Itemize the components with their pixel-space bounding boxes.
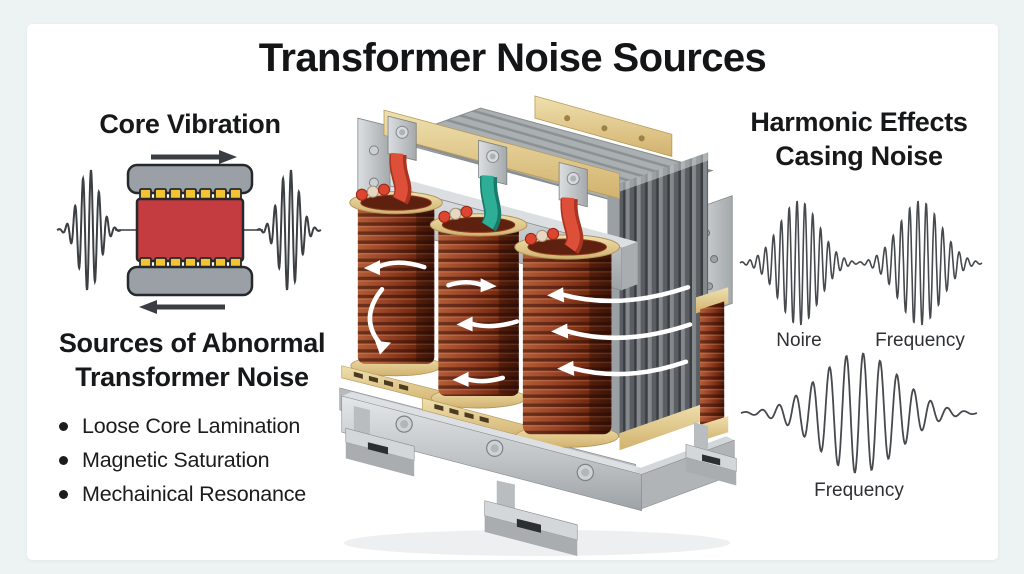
- sources-heading: Sources of Abnormal Transformer Noise: [29, 327, 355, 395]
- page-title: Transformer Noise Sources: [258, 36, 767, 80]
- core-vibration-diagram: [56, 150, 322, 314]
- core-block: [135, 197, 245, 263]
- mounting-foot-right: [685, 422, 737, 486]
- transformer-illustration: [339, 95, 737, 556]
- rear-winding-edge: [696, 287, 729, 443]
- mounting-foot-left: [345, 406, 415, 477]
- left-sound-wave-icon: [56, 169, 122, 291]
- rear-clamp-board: [534, 95, 673, 157]
- bullet-icon: [59, 422, 68, 431]
- terminal-strap-red-left: [389, 152, 412, 205]
- winding-middle: [429, 205, 528, 409]
- bottom-clamp: [126, 265, 254, 297]
- wave-packet-frequency-bottom: [740, 352, 978, 474]
- bullet-icon: [59, 456, 68, 465]
- right-sound-wave-icon: [256, 169, 322, 291]
- wave-label-frequency-bottom: Frequency: [814, 480, 904, 501]
- core-vibration-heading: Core Vibration: [99, 109, 281, 139]
- wave-packet-noire: [739, 200, 859, 326]
- terminal-strap-teal: [479, 175, 502, 232]
- list-item: Mechainical Resonance: [59, 482, 369, 507]
- list-item: Loose Core Lamination: [59, 414, 369, 439]
- bullet-icon: [59, 490, 68, 499]
- list-item-label: Magnetic Saturation: [82, 448, 270, 472]
- infographic-card: Transformer Noise Sources Core Vibration: [27, 24, 998, 560]
- list-item-label: Mechainical Resonance: [82, 482, 307, 506]
- left-arrow-icon: [139, 300, 225, 314]
- wave-packet-frequency-top: [857, 200, 983, 326]
- wave-label-noire: Noire: [776, 330, 822, 351]
- terminal-bumps: [524, 227, 560, 245]
- terminal-bumps: [355, 183, 391, 201]
- flux-arrows: [367, 260, 693, 384]
- board-teeth: [434, 404, 489, 424]
- terminal-bumps: [438, 205, 473, 223]
- flux-arrowheads: [363, 260, 575, 387]
- winding-right: [514, 227, 621, 448]
- list-item: Magnetic Saturation: [59, 448, 369, 473]
- sources-heading-line2: Transformer Noise: [75, 361, 309, 392]
- right-arrow-icon: [151, 150, 237, 164]
- list-item-label: Loose Core Lamination: [82, 414, 301, 438]
- wave-label-frequency-top: Frequency: [875, 330, 965, 351]
- harmonic-heading-line2: Casing Noise: [775, 140, 943, 171]
- mounting-foot-middle: [484, 480, 578, 556]
- strap-clamp-plates: [387, 115, 588, 208]
- winding-left: [349, 183, 443, 377]
- sources-heading-line1: Sources of Abnormal: [58, 328, 326, 358]
- noise-sources-list: Loose Core Lamination Magnetic Saturatio…: [59, 414, 369, 516]
- board-teeth: [353, 371, 409, 391]
- harmonic-heading-line1: Harmonic Effects: [750, 107, 968, 137]
- terminal-strap-red-right: [560, 197, 584, 254]
- harmonic-heading: Harmonic Effects Casing Noise: [727, 106, 991, 174]
